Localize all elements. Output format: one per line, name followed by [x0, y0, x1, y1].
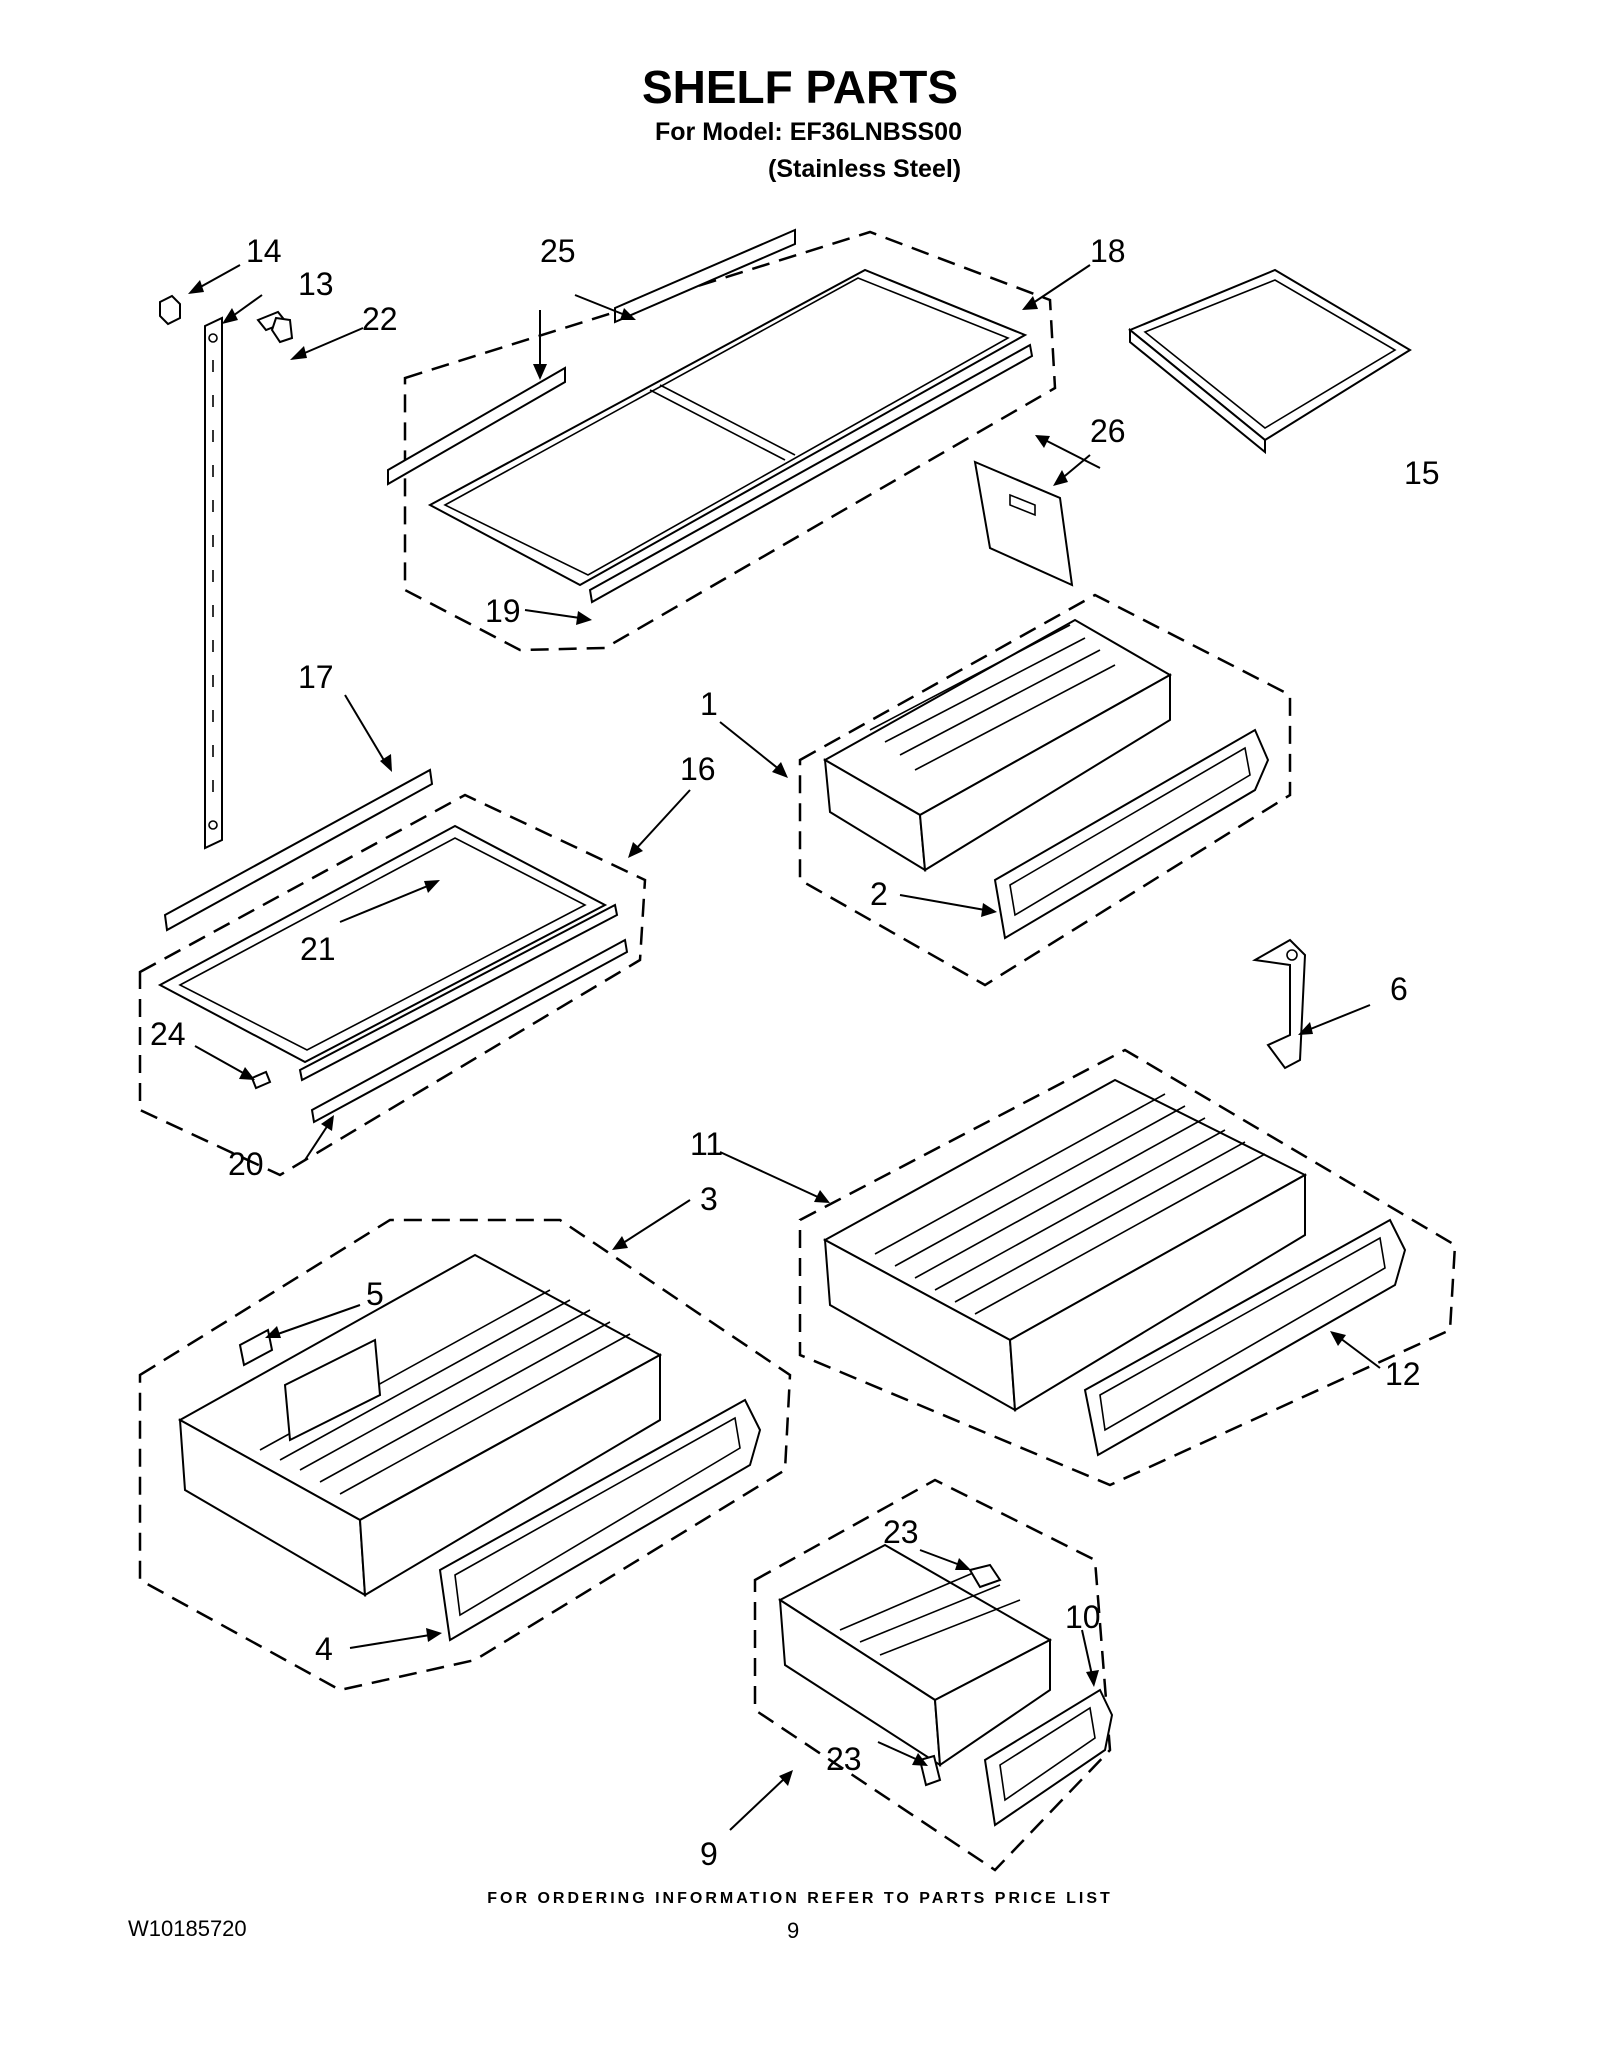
page-number: 9	[787, 1918, 800, 1943]
callout-1: 1	[700, 686, 718, 722]
model-variant: (Stainless Steel)	[768, 155, 962, 183]
group-outline-9	[753, 1478, 1112, 1872]
connector-24	[250, 1070, 272, 1090]
shelf-trim-25-rear	[614, 228, 796, 324]
drawer-9	[778, 1543, 1053, 1767]
callout-23-upper: 23	[883, 1514, 919, 1550]
callout-26: 26	[1090, 413, 1126, 449]
bracket-6	[1251, 938, 1307, 1070]
group-outline-16	[138, 793, 647, 1177]
ordering-note: FOR ORDERING INFORMATION REFER TO PARTS …	[487, 1890, 1113, 1907]
callout-4: 4	[315, 1631, 333, 1667]
divider-26	[973, 460, 1074, 587]
drawer-11	[822, 1078, 1308, 1412]
rail-screw	[256, 310, 294, 344]
model-line: For Model: EF36LNBSS00	[655, 118, 962, 146]
callout-15: 15	[1404, 455, 1440, 491]
callout-20: 20	[228, 1146, 264, 1182]
leader-lines	[188, 264, 1381, 1831]
shelf-trim-25-front	[387, 366, 566, 486]
group-outline-3	[138, 1218, 792, 1692]
group-outline-18	[403, 230, 1057, 652]
badge-5	[238, 1328, 274, 1367]
callout-2: 2	[870, 876, 888, 912]
callout-9: 9	[700, 1836, 718, 1872]
callout-5: 5	[366, 1276, 384, 1312]
drawer-front-10	[983, 1688, 1114, 1827]
callout-numbers: 14 13 22 25 18 15 26 19 17 16 1 21 2 6 2…	[150, 233, 1440, 1872]
drawer-front-4	[438, 1398, 762, 1642]
callout-17: 17	[298, 659, 334, 695]
group-outline-1	[798, 593, 1292, 987]
glass-shelf-18	[427, 268, 1034, 604]
callout-19: 19	[485, 593, 521, 629]
shelf-trim-17	[163, 768, 434, 932]
crisper-shelf-16	[157, 824, 629, 1124]
drawer-front-12	[1083, 1218, 1407, 1457]
callout-22: 22	[362, 301, 398, 337]
rail-end-cap	[159, 294, 181, 326]
callout-3: 3	[700, 1181, 718, 1217]
callout-18: 18	[1090, 233, 1126, 269]
callout-13: 13	[298, 266, 334, 302]
page-title: SHELF PARTS	[641, 61, 959, 113]
screw-23-upper	[968, 1563, 1002, 1589]
drawer-front-2	[993, 728, 1270, 940]
drawer-1	[822, 618, 1173, 872]
callout-6: 6	[1390, 971, 1408, 1007]
group-outline-11	[798, 1048, 1457, 1487]
callout-11: 11	[690, 1126, 723, 1162]
callout-12: 12	[1385, 1356, 1421, 1392]
callout-23-lower: 23	[826, 1741, 862, 1777]
callout-21: 21	[300, 931, 336, 967]
small-glass-shelf-15	[1128, 268, 1412, 455]
callout-14: 14	[246, 233, 282, 269]
callout-25: 25	[540, 233, 576, 269]
drawer-3	[177, 1253, 663, 1597]
upright-rail	[204, 316, 223, 850]
callout-16: 16	[680, 751, 716, 787]
callout-10: 10	[1065, 1599, 1101, 1635]
document-number: W10185720	[128, 1916, 247, 1941]
callout-24: 24	[150, 1016, 186, 1052]
